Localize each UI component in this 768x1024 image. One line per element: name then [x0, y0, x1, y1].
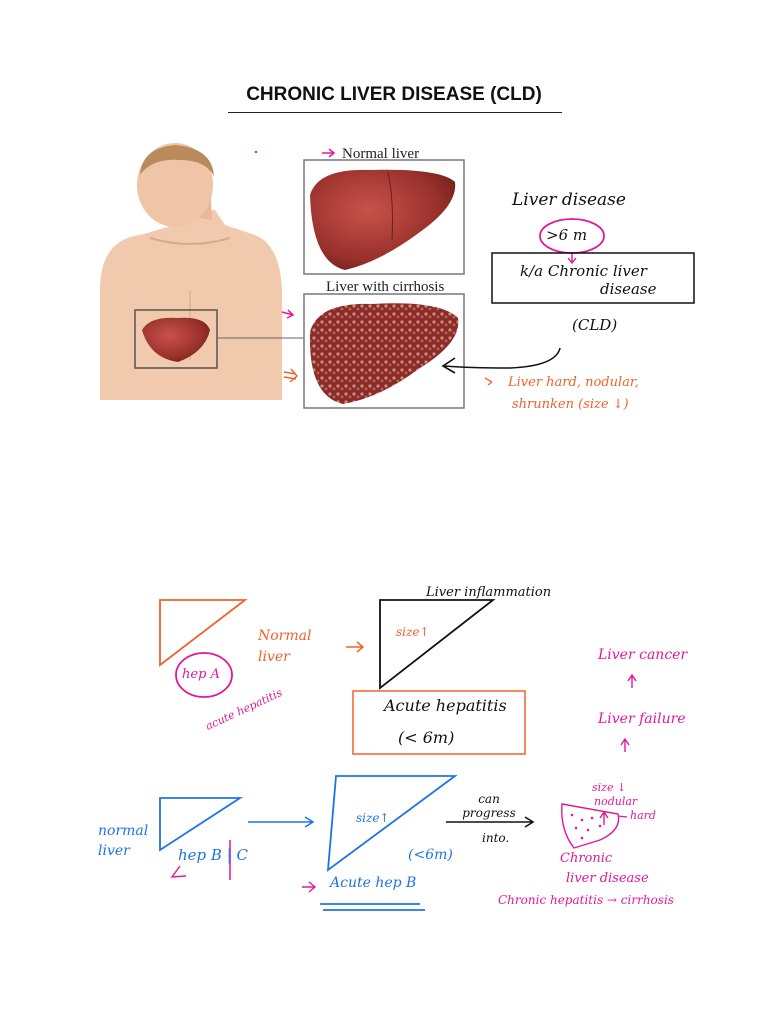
liver-highlight-box: [134, 309, 218, 369]
note-hep-b-c: hep B | C: [178, 846, 248, 864]
acute-hepatitis-box: [352, 690, 526, 755]
curved-arrow-icon: [441, 347, 561, 374]
small-liver-illustration: [142, 317, 210, 362]
cirrhotic-liver-sketch: [561, 803, 620, 849]
note-chronic-hepatitis-cirrhosis: Chronic hepatitis → cirrhosis: [498, 893, 674, 907]
note-under-6m: (< 6m): [398, 728, 455, 747]
note-size-increase: size↑: [396, 625, 430, 639]
normal-liver-triangle-blue: [159, 797, 244, 852]
note-acute-hep-b: Acute hep B: [330, 875, 417, 891]
inflamed-liver-triangle: [379, 599, 496, 690]
title-underline: [228, 112, 562, 113]
pointer-arrow-icon: [322, 148, 336, 158]
note-liver-cancer: Liver cancer: [598, 647, 688, 663]
up-arrow-icon: [620, 737, 630, 752]
note-ka-chronic-liver: k/a Chronic liver: [520, 262, 647, 280]
note-under-6m-blue: (<6m): [408, 847, 453, 863]
note-acute-hepatitis: Acute hepatitis: [384, 696, 507, 715]
normal-liver-image: [310, 169, 456, 270]
right-arrow-icon: [248, 816, 315, 828]
note-disease: disease: [600, 280, 657, 298]
up-arrow-icon: [599, 810, 609, 825]
note-normal-liver-blue: normal liver: [98, 823, 149, 859]
acute-hep-b-triangle: [326, 775, 458, 872]
note-size-decrease: size ↓: [592, 781, 627, 794]
note-hep-a: hep A: [182, 667, 220, 682]
hep-a-circle: [175, 652, 233, 698]
note-liver-disease: Liver disease: [512, 190, 626, 210]
normal-liver-triangle-orange: [159, 599, 248, 667]
cirrhosis-liver-label: Liver with cirrhosis: [326, 279, 445, 295]
progress-arrow-icon: [446, 816, 535, 828]
note-duration-over-6m: >6 m: [546, 226, 588, 244]
note-cld: (CLD): [572, 316, 618, 334]
cirrhosis-liver-image: [309, 303, 459, 404]
page-title: CHRONIC LIVER DISEASE (CLD): [246, 84, 542, 105]
note-into: into.: [482, 831, 510, 845]
note-shrunken: shrunken (size ↓): [512, 397, 629, 412]
note-hard: hard: [630, 809, 656, 822]
note-size-increase-blue: size↑: [356, 811, 390, 825]
human-torso-illustration: [100, 143, 282, 400]
note-liver-failure: Liver failure: [598, 711, 686, 727]
cld-definition-box: [491, 252, 695, 304]
note-chronic: Chronic: [560, 851, 613, 866]
note-liver-inflammation: Liver inflammation: [426, 585, 552, 600]
normal-liver-label: Normal liver: [342, 146, 420, 162]
double-arrow-icon: [283, 368, 298, 383]
double-underline: [320, 903, 425, 911]
note-nodular: nodular: [594, 795, 638, 808]
up-arrow-icon: [627, 673, 637, 688]
pointer-arrow-icon: [281, 309, 295, 319]
note-liver-hard-nodular: Liver hard, nodular,: [508, 375, 639, 390]
note-normal-liver-orange: Normal liver: [258, 628, 312, 665]
right-arrow-icon: [346, 641, 365, 653]
note-chronic-liver-disease: liver disease: [566, 871, 649, 886]
note-can-progress: can progress: [462, 792, 516, 821]
